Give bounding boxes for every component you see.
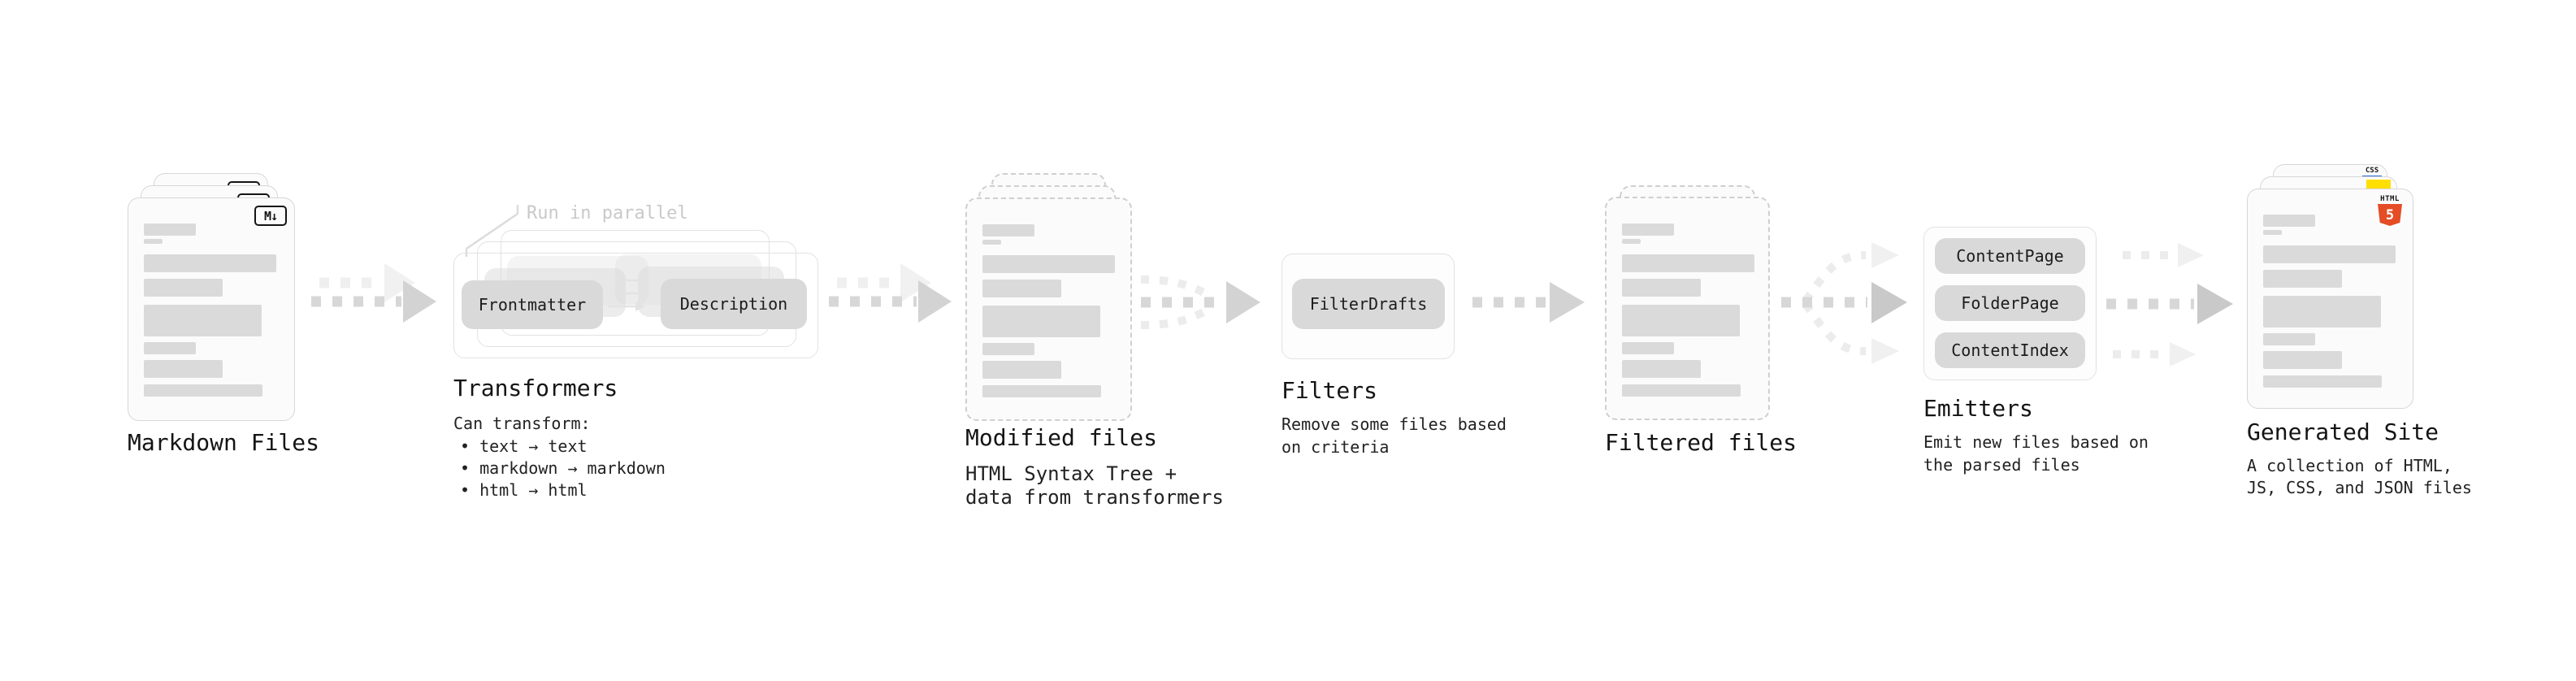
emitter-pill-content-index: ContentIndex [1935,332,2085,368]
transformers-desc-title: Can transform: [453,414,591,433]
transformers-bullet: • markdown → markdown [460,458,666,478]
transformers-box-front [453,253,818,358]
markdown-badge-icon: M↓ [254,206,287,226]
doc-placeholder-lines [1622,223,1754,397]
transformers-label: Transformers [453,375,618,401]
html5-badge-icon: HTML 5 [2377,195,2403,226]
doc-placeholder-lines [144,223,276,397]
modified-files-desc: data from transformers [965,486,1224,509]
filters-desc: on criteria [1281,437,1390,457]
emitter-pill-content-page: ContentPage [1935,238,2085,274]
arrow-transformers-to-modified [829,263,952,323]
arrow-markdown-to-transformers [311,263,436,323]
generated-site-label: Generated Site [2247,419,2439,445]
filters-desc: Remove some files based [1281,414,1507,434]
site-file-card-html: HTML 5 [2247,189,2413,409]
doc-placeholder-lines [2263,215,2396,388]
js-badge-icon [2366,180,2391,190]
arrow-filters-to-filtered [1472,282,1585,323]
transformers-bullet: • html → html [460,480,588,500]
arrow-modified-to-filters [1140,275,1260,329]
description-pill: Description [661,279,807,329]
arrow-filtered-to-emitters [1781,242,1907,364]
modified-files-desc: HTML Syntax Tree + [965,462,1177,485]
markdown-file-card-front: M↓ [128,197,295,421]
emitters-label: Emitters [1923,395,2033,422]
generated-site-desc: JS, CSS, and JSON files [2247,478,2472,497]
transformers-bullet: • text → text [460,436,588,456]
emitters-desc: the parsed files [1923,455,2080,475]
filtered-files-label: Filtered files [1605,429,1798,456]
markdown-files-label: Markdown Files [128,429,320,456]
generated-site-desc: A collection of HTML, [2247,456,2452,475]
emitters-desc: Emit new files based on [1923,432,2149,452]
frontmatter-pill: Frontmatter [462,280,603,329]
filter-drafts-pill: FilterDrafts [1292,279,1445,329]
arrow-emitters-to-site [2106,243,2233,367]
filtered-file-card-front [1605,197,1770,420]
emitter-pill-folder-page: FolderPage [1935,285,2085,321]
filters-label: Filters [1281,377,1378,404]
modified-file-card-front [965,197,1132,421]
doc-placeholder-lines [982,224,1115,397]
modified-files-label: Modified files [965,424,1158,451]
run-in-parallel-note: Run in parallel [527,203,688,223]
